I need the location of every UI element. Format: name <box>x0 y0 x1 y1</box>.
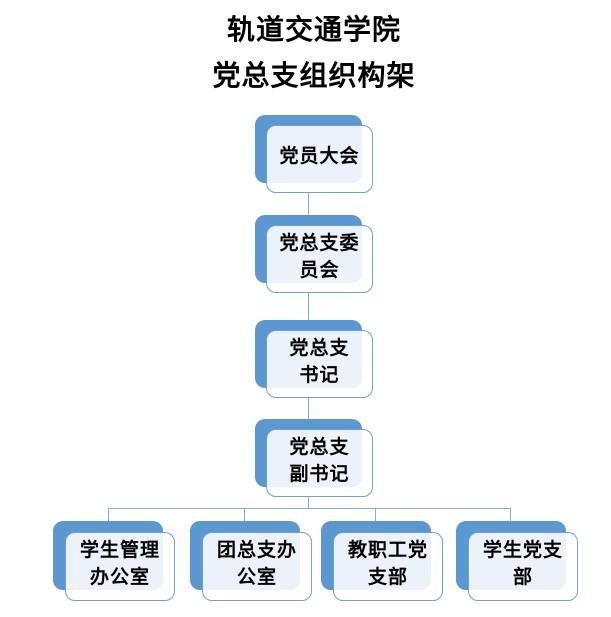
node-label: 书记 <box>299 364 340 386</box>
connector-child-drop-4 <box>510 508 511 522</box>
node-box: 党员大会 <box>266 125 373 193</box>
node-label: 教职工党 <box>347 540 428 561</box>
node-label: 副书记 <box>289 463 350 485</box>
node-label: 党总支委 <box>279 232 360 254</box>
node-label: 支部 <box>367 567 408 588</box>
node-label: 部 <box>512 567 533 588</box>
connector-chain-2 <box>308 293 309 320</box>
node-label: 团总支办 <box>216 540 297 561</box>
node-box: 学生党支 部 <box>468 532 578 601</box>
connector-child-drop-3 <box>375 508 376 522</box>
node-label: 公室 <box>236 567 277 588</box>
node-label: 员会 <box>299 259 340 281</box>
node-box: 党总支 副书记 <box>266 429 373 497</box>
node-label: 党总支 <box>289 337 350 359</box>
node-box: 党总支委 员会 <box>266 225 373 293</box>
chart-title-line2: 党总支组织构架 <box>212 61 416 92</box>
node-label: 学生管理 <box>79 540 160 561</box>
connector-horizontal <box>108 508 511 509</box>
connector-child-drop-1 <box>108 508 109 522</box>
connector-chain-1 <box>308 193 309 215</box>
node-label: 办公室 <box>89 567 150 588</box>
node-box: 党总支 书记 <box>266 330 373 398</box>
connector-child-drop-2 <box>244 508 245 522</box>
node-box: 团总支办 公室 <box>202 532 312 601</box>
chart-title-line1: 轨道交通学院 <box>226 15 401 46</box>
connector-parent-drop <box>308 497 309 508</box>
node-label: 党员大会 <box>279 146 360 167</box>
node-box: 教职工党 支部 <box>333 532 443 601</box>
node-box: 学生管理 办公室 <box>65 532 175 601</box>
node-label: 党总支 <box>289 436 350 458</box>
connector-chain-3 <box>308 398 309 419</box>
node-label: 学生党支 <box>482 540 563 561</box>
